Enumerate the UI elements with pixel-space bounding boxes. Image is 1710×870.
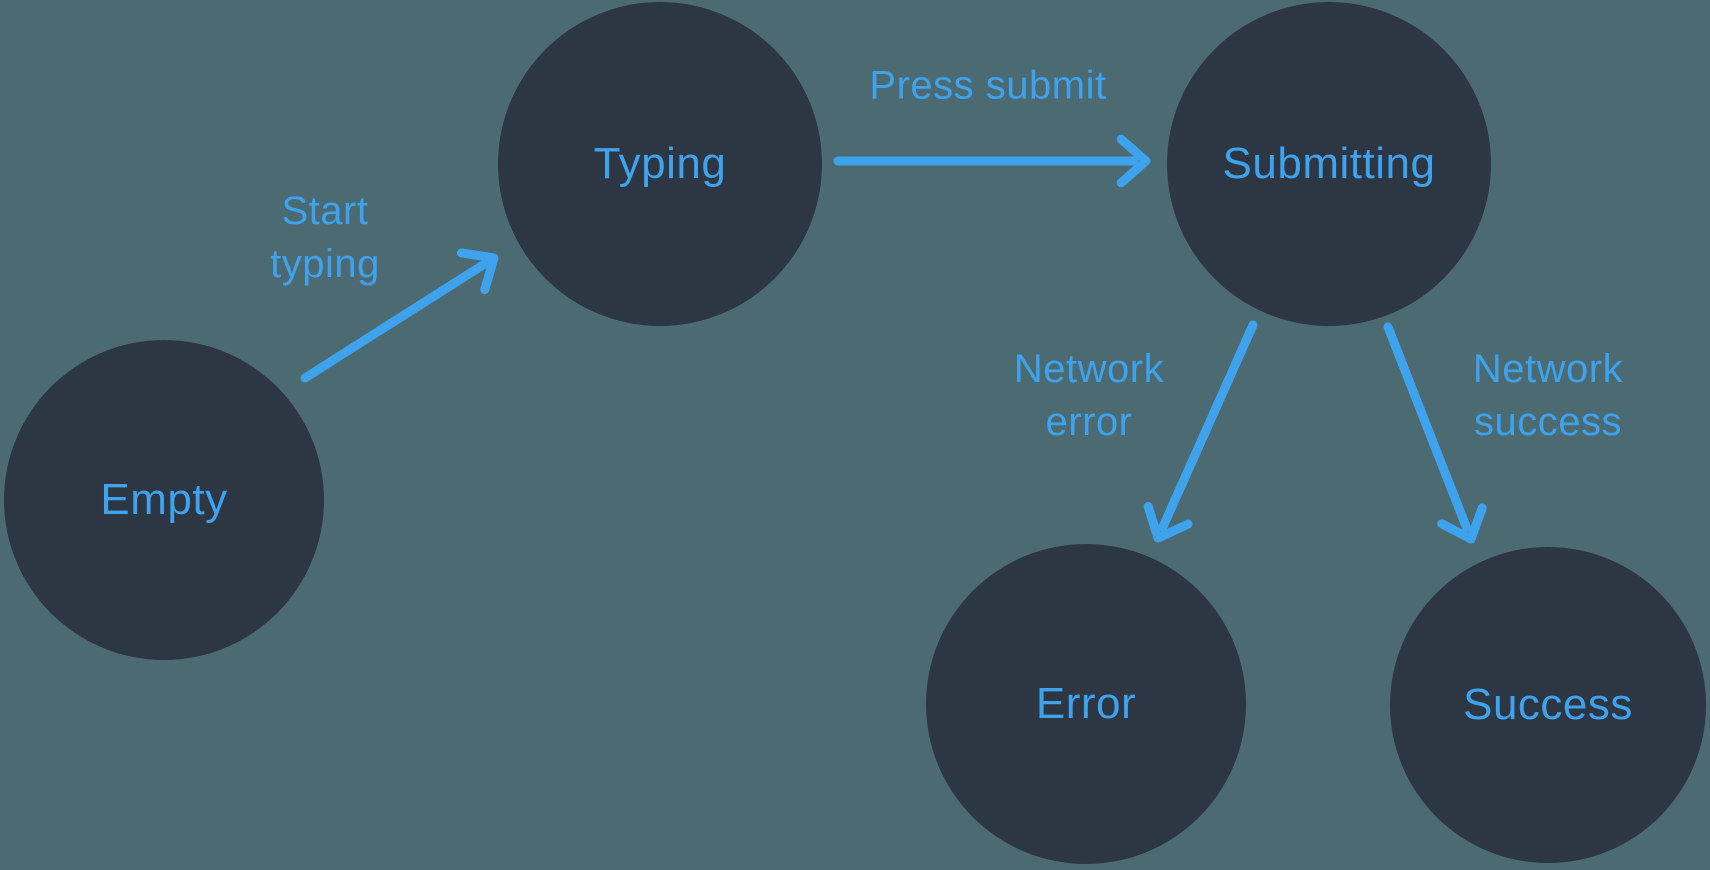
transition-arrowhead-network-error xyxy=(1143,502,1193,543)
transition-arrow-network-success xyxy=(1383,322,1472,533)
state-node-label: Submitting xyxy=(1222,139,1436,188)
state-node-label: Empty xyxy=(100,475,228,524)
transition-label-line: Start xyxy=(281,189,369,233)
state-node-label: Error xyxy=(1035,679,1137,728)
state-node-empty: Empty xyxy=(4,340,324,660)
transition-label-line: typing xyxy=(270,242,380,286)
transition-label-line: Network xyxy=(1013,347,1165,391)
state-node-typing: Typing xyxy=(498,2,822,326)
transition-label-press-submit: Press submit xyxy=(869,60,1106,113)
state-node-label: Typing xyxy=(593,139,727,188)
state-node-success: Success xyxy=(1390,547,1706,863)
transition-label-line: Network xyxy=(1472,347,1624,391)
transition-label-line: error xyxy=(1045,400,1133,444)
state-node-error: Error xyxy=(926,544,1246,864)
transition-arrowhead-network-success xyxy=(1437,503,1487,544)
transition-label-start-typing: Start typing xyxy=(270,185,380,291)
transition-label-line: Press submit xyxy=(869,63,1107,108)
transition-arrowhead-start-typing xyxy=(456,248,499,295)
state-node-label: Success xyxy=(1463,680,1633,729)
transition-arrowhead-press-submit xyxy=(1116,134,1151,188)
transition-arrow-network-error xyxy=(1158,320,1258,532)
state-node-submitting: Submitting xyxy=(1167,2,1491,326)
transition-label-network-error: Network error xyxy=(1014,343,1164,449)
transition-label-network-success: Network success xyxy=(1473,343,1623,449)
transition-label-line: success xyxy=(1473,400,1622,444)
